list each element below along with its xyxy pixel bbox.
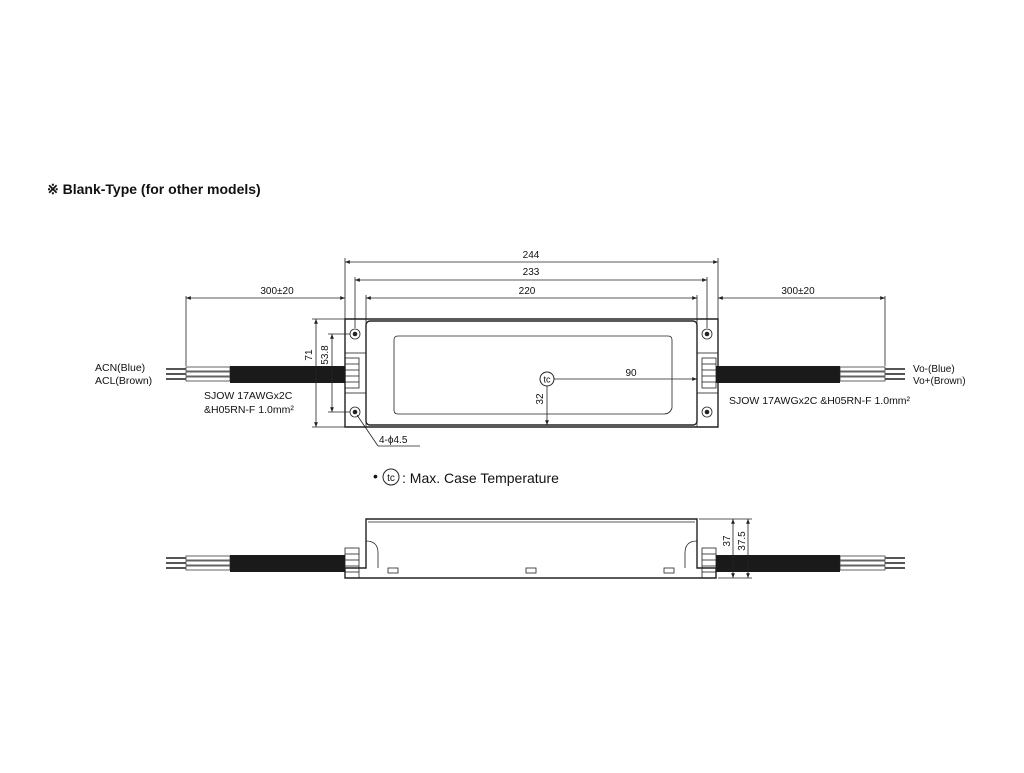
tc-point-label: tc (543, 375, 551, 385)
input-label-acl: ACL(Brown) (95, 375, 152, 387)
mount-ear-br (696, 392, 719, 428)
input-cable-spec-2: &H05RN-F 1.0mm² (204, 404, 294, 416)
output-cable (716, 366, 905, 383)
side-slot-2 (525, 567, 537, 574)
output-label-vo-minus: Vo-(Blue) (913, 364, 955, 375)
side-slot-1 (387, 567, 399, 574)
label-recess (393, 335, 673, 415)
input-cable-spec-1: SJOW 17AWGx2C (204, 390, 293, 402)
side-slot-3 (663, 567, 675, 574)
drawing-title: ※ Blank-Type (for other models) (47, 181, 261, 197)
dim-71: 71 (304, 349, 315, 361)
output-label-vo-plus: Vo+(Brown) (913, 376, 966, 387)
dim-233: 233 (523, 267, 540, 278)
dim-244: 244 (523, 250, 540, 261)
side-input-cable (166, 555, 345, 572)
mount-ear-tr (696, 318, 719, 354)
legend-tc-symbol: tc (387, 473, 395, 484)
side-view: 37 37.5 (166, 518, 905, 579)
housing-body (365, 320, 698, 426)
output-cable-spec: SJOW 17AWGx2C &H05RN-F 1.0mm² (729, 395, 911, 407)
tc-legend: • tc : Max. Case Temperature (373, 468, 559, 486)
input-label-acn: ACN(Blue) (95, 362, 145, 374)
top-view: 244 233 220 300±20 300±20 71 53.8 tc 90 … (95, 250, 966, 447)
dim-32: 32 (535, 393, 546, 405)
side-output-cable (716, 555, 905, 572)
side-gland-left (344, 547, 360, 579)
legend-tc-circle-icon (382, 468, 400, 486)
dim-53-8: 53.8 (320, 345, 331, 365)
dim-37-5: 37.5 (737, 531, 748, 551)
dim-cable-left: 300±20 (260, 286, 294, 297)
side-housing-body (344, 518, 717, 579)
dim-220: 220 (519, 286, 536, 297)
side-endcap-left (365, 540, 379, 568)
legend-text: : Max. Case Temperature (402, 470, 559, 486)
input-cable (166, 366, 345, 383)
mount-ear-bl (344, 392, 367, 428)
side-endcap-right (684, 540, 698, 568)
dim-37: 37 (722, 535, 733, 547)
dim-cable-right: 300±20 (781, 286, 815, 297)
mount-hole-callout: 4-ϕ4.5 (379, 435, 408, 446)
legend-bullet: • (373, 468, 378, 484)
dim-90: 90 (625, 368, 637, 379)
